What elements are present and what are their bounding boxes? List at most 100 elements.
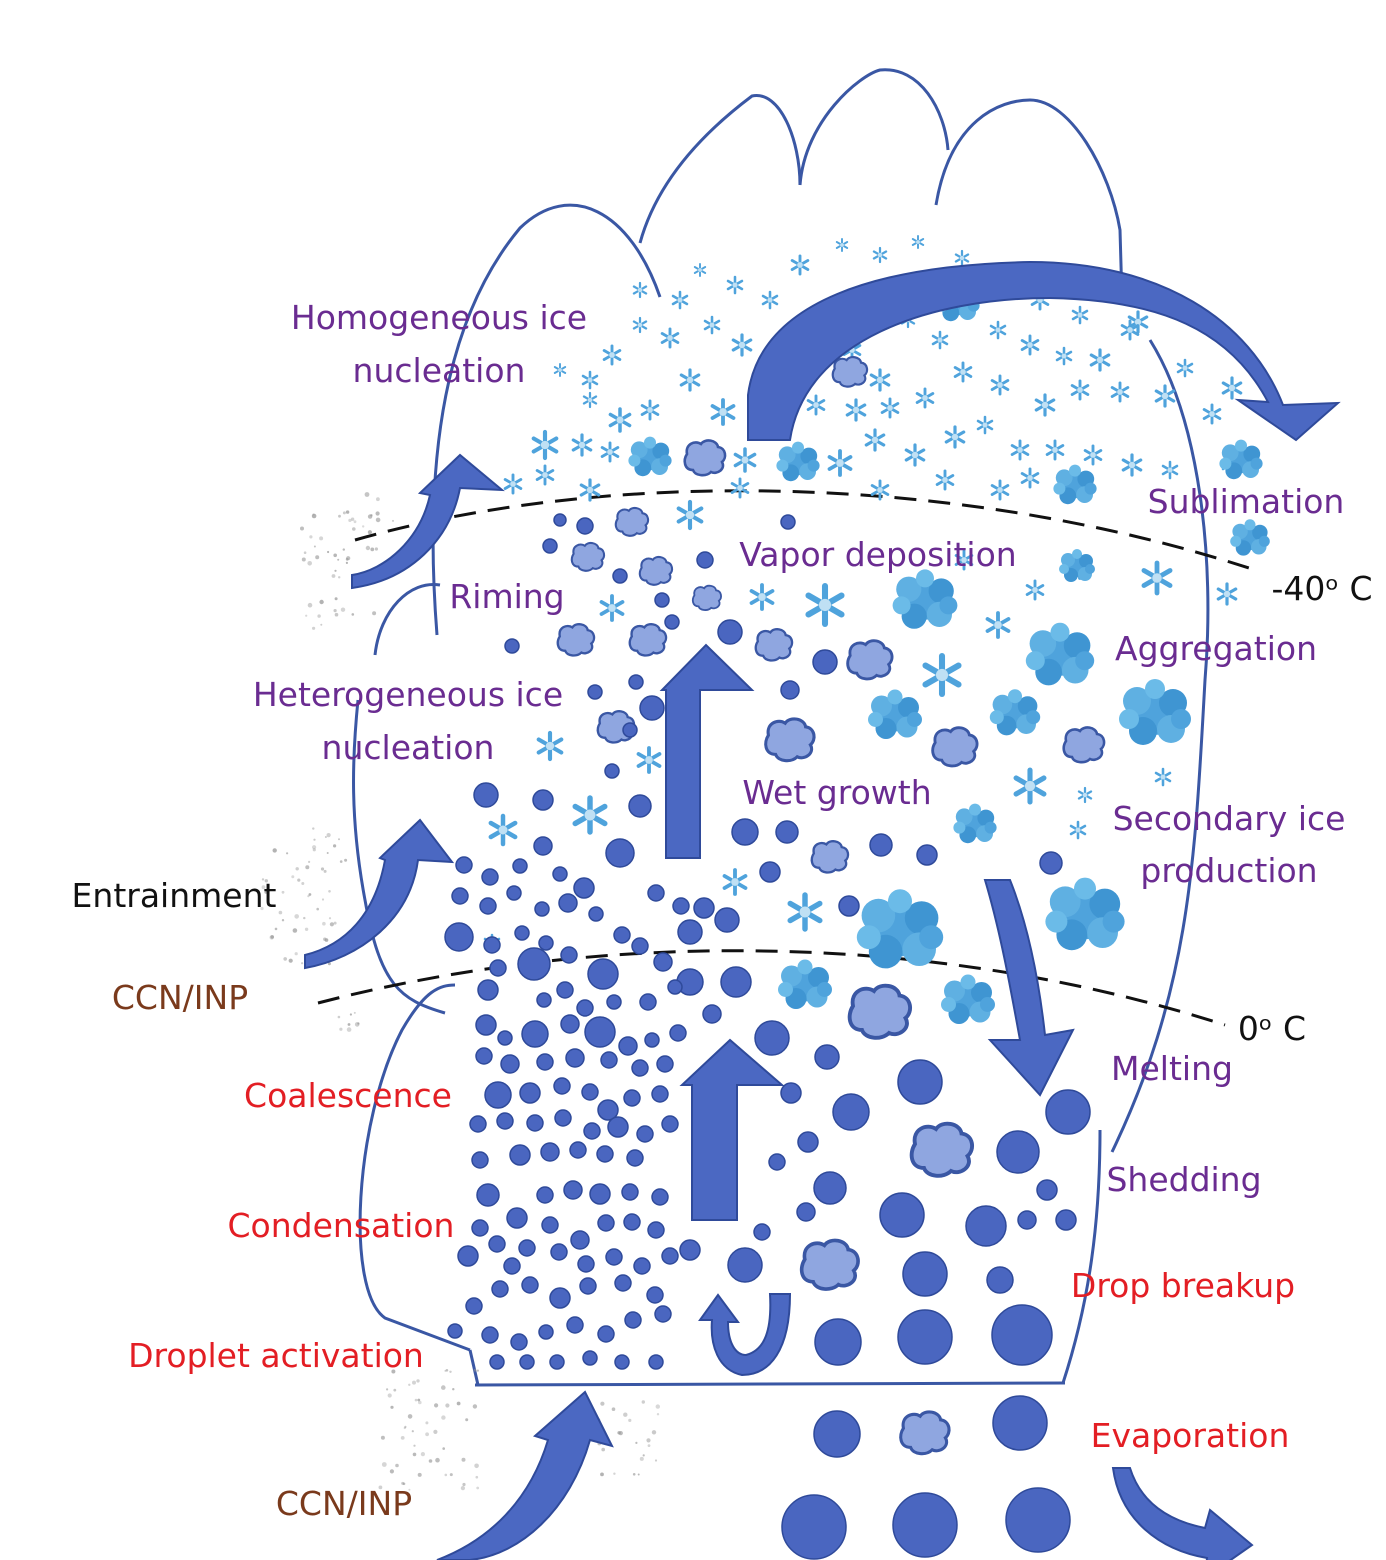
aerosol-particle	[328, 890, 331, 893]
ice-crystal	[710, 398, 736, 426]
aerosol-particle	[334, 612, 339, 617]
liquid-drop	[473, 782, 499, 808]
label-shedding: Shedding	[1106, 1160, 1261, 1199]
ice-crystal	[722, 868, 748, 896]
aerosol-particle	[307, 602, 313, 608]
liquid-drop	[639, 993, 657, 1011]
liquid-drop	[812, 649, 838, 675]
liquid-drop	[457, 1245, 479, 1267]
cloud-mid-left-edge	[352, 699, 446, 1015]
aerosol-particle	[334, 597, 338, 601]
ice-crystal	[1034, 393, 1056, 417]
sublimation-arrow	[747, 260, 1341, 442]
ice-crystals	[483, 235, 1243, 953]
ice-crystal	[535, 464, 555, 486]
aerosol-particle	[651, 1430, 657, 1435]
aerosol-particle	[425, 1421, 429, 1425]
liquid-drop	[714, 907, 740, 933]
aerosol-particle	[461, 1457, 466, 1462]
liquid-drop	[489, 959, 507, 977]
aerosol-particle	[441, 1415, 446, 1420]
ice-crystal	[1121, 453, 1143, 477]
aerosol-particle	[354, 1022, 360, 1027]
aerosol-particle	[413, 1444, 416, 1447]
ice-crystal	[761, 290, 779, 310]
ice-crystal	[1221, 376, 1243, 400]
aerosol-particle	[286, 852, 289, 855]
liquid-drop	[796, 1202, 816, 1222]
aerosol-particle	[351, 613, 355, 616]
liquid-drop	[639, 695, 665, 721]
aerosol-particle	[261, 878, 265, 881]
liquid-drop	[727, 1247, 763, 1283]
label-heterogeneous-line2: nucleation	[322, 728, 495, 767]
aerosol-particle	[375, 511, 380, 516]
aerosol-particle	[319, 536, 324, 541]
liquid-drop	[447, 1323, 463, 1339]
aerosol-particle	[305, 865, 310, 870]
isotherm-zero	[317, 949, 1226, 1027]
cloud-turret-3	[798, 68, 950, 186]
ice-crystal	[985, 611, 1011, 639]
aerosol-particle	[407, 1414, 413, 1419]
aerosol-particle	[329, 922, 334, 927]
ice-crystal	[602, 344, 622, 366]
liquid-drop	[621, 1183, 639, 1201]
liquid-drop	[647, 884, 665, 902]
ice-crystal	[660, 327, 680, 349]
liquid-drop	[597, 1325, 615, 1343]
cloud-turret-4	[934, 98, 1124, 301]
ice-crystal	[749, 583, 775, 611]
liquid-drop	[538, 1324, 554, 1340]
aerosol-particle	[312, 513, 315, 516]
liquid-drop	[780, 1082, 802, 1104]
liquid-drop	[797, 1131, 819, 1153]
liquid-drop	[549, 1354, 565, 1370]
liquid-drop	[996, 1130, 1040, 1174]
ice-crystal	[632, 281, 648, 299]
aerosol-particle	[442, 1447, 446, 1450]
label-homogeneous-line2: nucleation	[353, 351, 526, 390]
cloud-turret-1	[431, 203, 662, 636]
liquid-drop	[731, 818, 759, 846]
label-secondary-line2: production	[1140, 851, 1317, 890]
aerosol-particle	[301, 882, 305, 885]
liquid-drop	[768, 1153, 786, 1171]
aerosol-particle	[272, 848, 277, 853]
aerosol-particle	[642, 1454, 645, 1457]
liquid-drop	[600, 1051, 618, 1069]
aerosol-particle	[433, 1429, 438, 1434]
aerosol-particle	[311, 513, 317, 519]
ice-crystal	[911, 235, 925, 249]
aerosol-particle	[434, 1403, 439, 1408]
liquid-drop	[667, 979, 683, 995]
aerosol-particle	[395, 1463, 399, 1468]
liquid-drop	[553, 1077, 571, 1095]
label-vapor-deposition: Vapor deposition	[739, 535, 1016, 574]
liquid-drop	[519, 1354, 535, 1370]
aerosol-particle	[312, 626, 316, 630]
aerosol-particle	[320, 623, 323, 626]
liquid-drop	[500, 1054, 520, 1074]
wet-growth-updraft-arrow	[659, 643, 755, 859]
aerosol-particle	[338, 576, 341, 579]
ice-crystal	[944, 425, 966, 449]
liquid-drop	[536, 1186, 554, 1204]
liquid-drop	[481, 1326, 499, 1344]
cloud-lower-right-edge	[1061, 1129, 1102, 1384]
heterogeneous-entrainment-arrow	[304, 818, 455, 970]
graupel	[691, 584, 722, 611]
aerosol-particle	[307, 895, 310, 898]
aerosol-particle	[412, 1452, 417, 1457]
aerosol-particle	[342, 548, 345, 551]
ice-crystal	[491, 816, 515, 844]
aerosol-particle	[350, 517, 355, 521]
aerosol-particle	[340, 607, 346, 612]
liquid-drop	[781, 1494, 847, 1560]
aerosol-particle	[400, 1436, 405, 1440]
graupel	[683, 439, 727, 477]
liquid-drop	[538, 935, 554, 951]
ice-crystal	[1071, 305, 1089, 325]
liquid-drop	[624, 1311, 642, 1329]
melting-downdraft-arrow	[983, 879, 1075, 1097]
